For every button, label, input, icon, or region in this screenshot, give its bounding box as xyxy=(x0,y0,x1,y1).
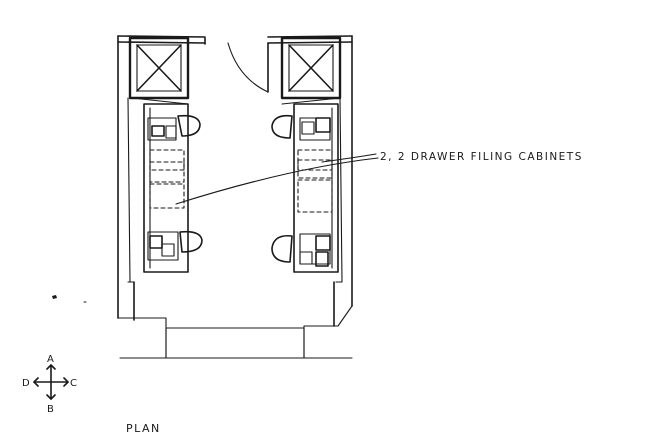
left-column xyxy=(128,36,190,100)
compass-east-label: C xyxy=(70,378,78,389)
right-desk-run xyxy=(271,103,339,273)
door xyxy=(204,37,269,93)
plan-caption: PLAN xyxy=(126,422,161,435)
bottom-wall xyxy=(117,281,353,359)
stray-mark xyxy=(52,295,57,299)
left-filing-cabinets xyxy=(149,149,185,209)
chair-icon xyxy=(271,114,293,139)
right-filing-cabinets xyxy=(297,149,333,213)
compass-north-label: A xyxy=(47,354,55,365)
left-desk-run xyxy=(143,103,203,273)
filing-cabinets-annotation: 2, 2 DRAWER FILING CABINETS xyxy=(380,151,583,163)
compass-west-label: D xyxy=(22,378,31,389)
compass-south-label: B xyxy=(47,404,55,415)
chair-icon xyxy=(177,114,201,137)
right-column xyxy=(280,36,342,100)
chair-icon xyxy=(271,234,293,263)
side-walls xyxy=(117,35,353,319)
chair-icon xyxy=(179,230,203,253)
compass-icon xyxy=(33,364,69,400)
leader-lines xyxy=(175,153,379,205)
